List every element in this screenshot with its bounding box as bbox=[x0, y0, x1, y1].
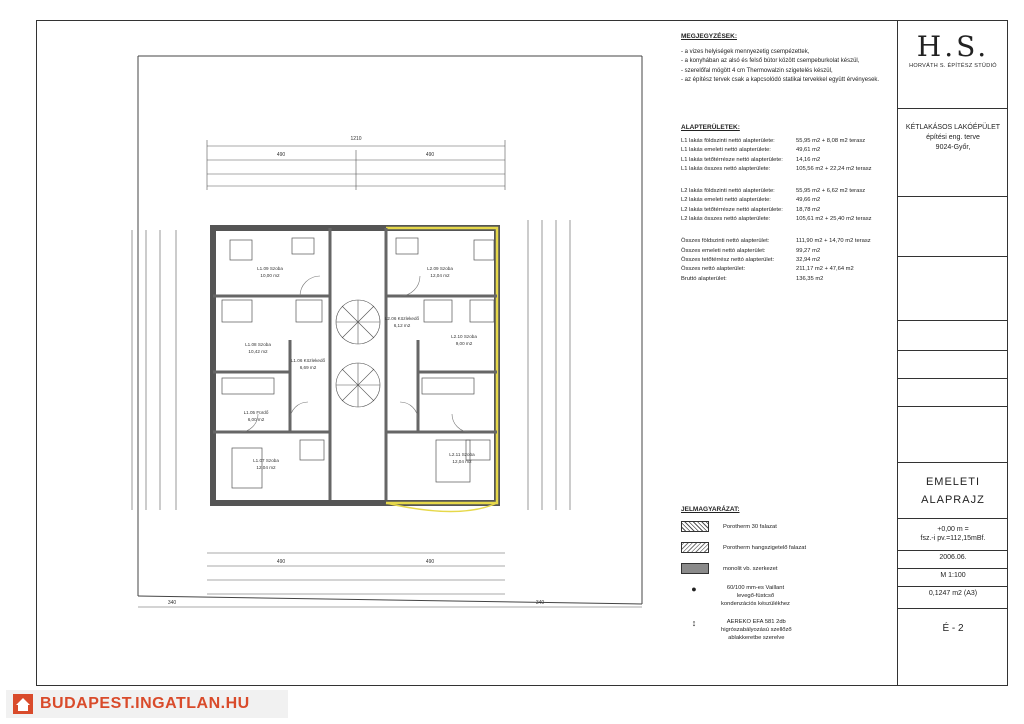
dim-lines-top bbox=[206, 140, 506, 190]
empty-cell bbox=[898, 351, 1008, 379]
area-row: Összes emeleti nettó alapterület:99,27 m… bbox=[681, 247, 821, 254]
legend-item: monolit vb. szerkezet bbox=[681, 563, 895, 574]
legend-item: Porotherm 30 falazat bbox=[681, 521, 895, 532]
empty-cell bbox=[898, 257, 1008, 321]
room-name: L1.07 Szoba bbox=[253, 458, 279, 463]
room-name: L1.05 Fürdő bbox=[244, 410, 269, 415]
date-cell: 2006.06. bbox=[898, 551, 1008, 569]
dim-bottom-a: 340 bbox=[168, 600, 177, 606]
area-row: L1 lakás földszinti nettó alapterülete:5… bbox=[681, 138, 866, 144]
room-labels: L1.09 Szoba 10,00 m2 L1.08 Szoba 10,42 m… bbox=[244, 266, 478, 470]
room-name: L2.11 Szoba bbox=[449, 452, 475, 457]
dim-lines-bottom bbox=[138, 552, 642, 608]
arrow-icon: ↕ bbox=[691, 618, 697, 628]
empty-cell bbox=[898, 407, 1008, 463]
fixtures bbox=[221, 237, 495, 489]
area-row: L2 lakás emeleti nettó alapterülete:49,6… bbox=[681, 197, 821, 204]
area-row: Összes földszinti nettó alapterület:111,… bbox=[681, 238, 871, 245]
empty-cell bbox=[898, 197, 1008, 257]
hatch-45-swatch bbox=[681, 521, 709, 532]
room-area: 10,42 m2 bbox=[248, 349, 268, 354]
legend-item: Porotherm hangszigetelő falazat bbox=[681, 542, 895, 553]
house-icon bbox=[13, 694, 33, 714]
plot-line-bottom bbox=[137, 595, 643, 605]
room-area: 12,04 m2 bbox=[256, 465, 276, 470]
areas-section: ALAPTERÜLETEK: L1 lakás földszinti nettó… bbox=[681, 124, 895, 297]
dim-half-right-bottom: 490 bbox=[426, 559, 435, 565]
legend-heading: JELMAGYARÁZAT: bbox=[681, 506, 740, 513]
notes-heading: MEGJEGYZÉSEK: bbox=[681, 33, 737, 40]
legend-item: ↕ AEREKO EFA 581 2db higrószabályozású s… bbox=[681, 618, 895, 642]
solid-gray-swatch bbox=[681, 563, 709, 574]
legend-item: ● 60/100 mm-es Vaillant levegő-füstcső k… bbox=[681, 584, 895, 608]
title-block: H.S. HORVÁTH S. ÉPÍTÉSZ STÚDIÓ KÉTLAKÁSO… bbox=[897, 20, 1008, 686]
dim-half-left: 490 bbox=[277, 152, 286, 158]
drawing-title-cell: EMELETI ALAPRAJZ bbox=[898, 463, 1008, 519]
area-row: Összes tetőtérrész nettó alapterület:32,… bbox=[681, 256, 821, 263]
door-swings bbox=[239, 275, 471, 433]
area-row: L2 lakás földszinti nettó alapterülete:5… bbox=[681, 188, 866, 195]
legend-section: JELMAGYARÁZAT: Porotherm 30 falazat Poro… bbox=[681, 506, 895, 652]
room-area: 12,04 m2 bbox=[430, 273, 450, 278]
studio-logo: H.S. HORVÁTH S. ÉPÍTÉSZ STÚDIÓ bbox=[898, 20, 1008, 109]
dot-icon: ● bbox=[691, 584, 697, 594]
room-name: L2.06 Közlekedő bbox=[385, 316, 420, 321]
room-area: 9,00 m2 bbox=[456, 341, 473, 346]
watermark-banner: BUDAPEST.INGATLAN.HU bbox=[6, 690, 288, 718]
empty-cell bbox=[898, 379, 1008, 407]
area-group-l1: L1 lakás földszinti nettó alapterülete:5… bbox=[681, 137, 895, 174]
area-row: L2 lakás összes nettó alapterülete:105,6… bbox=[681, 216, 872, 223]
empty-cell bbox=[898, 321, 1008, 351]
dim-half-right: 490 bbox=[426, 152, 435, 158]
note-line: - szerelőfal mögött 4 cm Thermowalzin sz… bbox=[681, 67, 833, 74]
room-area: 6,69 m2 bbox=[300, 365, 317, 370]
project-cell: KÉTLAKÁSOS LAKÓÉPÜLET építési eng. terve… bbox=[898, 109, 1008, 197]
note-line: - az építész tervek csak a kapcsolódó st… bbox=[681, 77, 880, 83]
room-name: L1.08 Szoba bbox=[245, 342, 271, 347]
notes-section: MEGJEGYZÉSEK: - a vizes helyiségek menny… bbox=[681, 32, 895, 86]
terrace-edge bbox=[385, 502, 498, 513]
room-area: 10,00 m2 bbox=[260, 273, 280, 278]
sheet-area-cell: 0,1247 m2 (A3) bbox=[898, 587, 1008, 609]
l2-highlight bbox=[386, 226, 499, 505]
sheet-number-cell: É - 2 bbox=[942, 623, 964, 634]
area-row: L2 lakás tetőtérrésze nettó alapterülete… bbox=[681, 206, 821, 213]
dim-half-left-bottom: 490 bbox=[277, 559, 286, 565]
area-group-l2: L2 lakás földszinti nettó alapterülete:5… bbox=[681, 187, 895, 224]
area-row: Bruttó alapterület:136,35 m2 bbox=[681, 275, 824, 282]
area-row: L1 lakás összes nettó alapterülete:105,5… bbox=[681, 165, 872, 172]
area-row: Összes nettó alapterület:211,17 m2 + 47,… bbox=[681, 266, 854, 273]
floor-plan: 1210 490 490 490 490 340 340 L1.09 Szoba… bbox=[131, 55, 643, 608]
room-name: L1.09 Szoba bbox=[257, 266, 283, 271]
hatch-neg45-swatch bbox=[681, 542, 709, 553]
area-row: L1 lakás tetőtérrésze nettó alapterülete… bbox=[681, 156, 821, 163]
room-name: L1.06 Közlekedő bbox=[291, 358, 326, 363]
area-row: L1 lakás emeleti nettó alapterülete:49,6… bbox=[681, 147, 821, 154]
level-cell: +0,00 m = fsz.-i pv.=112,15mBf. bbox=[898, 519, 1008, 551]
drawing-sheet bbox=[36, 20, 1008, 686]
room-name: L2.09 Szoba bbox=[427, 266, 453, 271]
dim-overall-top: 1210 bbox=[350, 136, 361, 142]
area-group-total: Összes földszinti nettó alapterület:111,… bbox=[681, 237, 895, 283]
room-area: 6,12 m2 bbox=[394, 323, 411, 328]
room-area: 6,00 m2 bbox=[248, 417, 265, 422]
areas-heading: ALAPTERÜLETEK: bbox=[681, 124, 740, 131]
note-line: - a konyhában az alsó és felső bútor köz… bbox=[681, 58, 860, 64]
watermark-text: BUDAPEST.INGATLAN.HU bbox=[40, 695, 250, 712]
room-area: 12,04 m2 bbox=[452, 459, 472, 464]
dim-lines-sides bbox=[131, 220, 571, 510]
staircase bbox=[335, 299, 381, 408]
room-name: L2.10 Szoba bbox=[451, 334, 477, 339]
dim-bottom-b: 340 bbox=[536, 600, 545, 606]
note-line: - a vizes helyiségek mennyezetig csempéz… bbox=[681, 48, 810, 55]
scale-cell: M 1:100 bbox=[898, 569, 1008, 587]
